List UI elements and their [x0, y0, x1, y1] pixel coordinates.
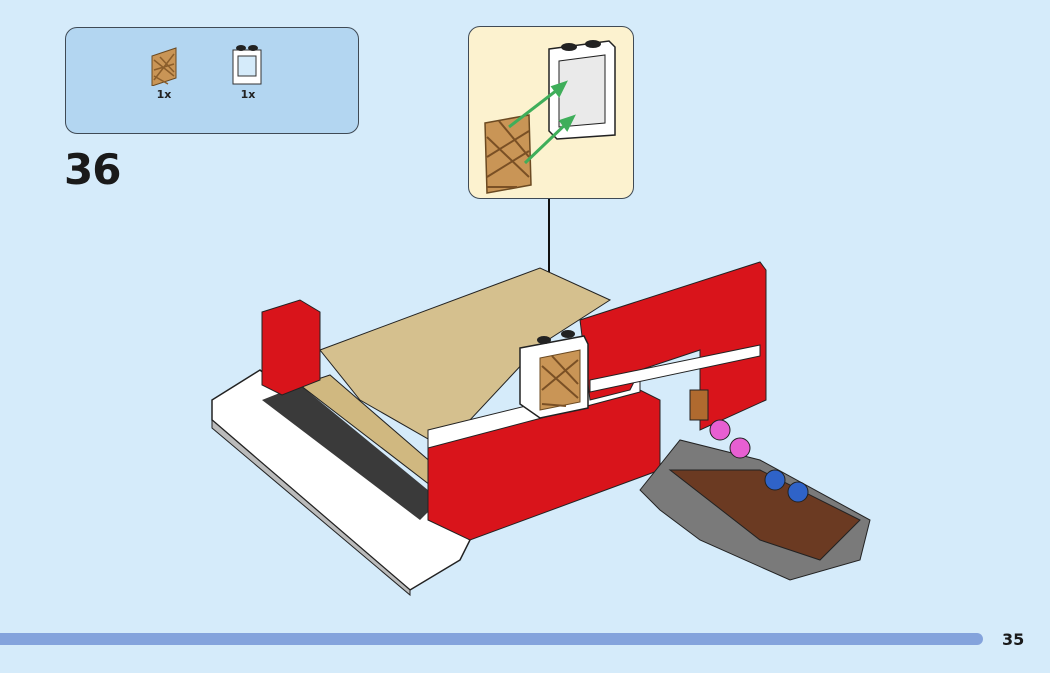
window-frame-icon: [232, 45, 262, 85]
green-arrows-icon: [508, 80, 576, 165]
part-lattice-panel: 1x: [144, 46, 184, 101]
progress-fill: [0, 633, 983, 645]
lattice-panel-icon: [484, 114, 532, 194]
parts-list-box: 1x 1x: [65, 27, 359, 134]
pink-piece: [709, 419, 731, 441]
brown-car-body: [668, 469, 861, 561]
page-progress-bar: [0, 633, 983, 645]
window-frame-icon: [548, 40, 616, 140]
lattice-panel-icon: [151, 47, 177, 86]
tan-baseplate: [319, 267, 612, 441]
blue-piece: [764, 469, 786, 491]
step-number: 36: [64, 145, 121, 194]
page-number: 35: [1002, 630, 1025, 649]
red-pillar: [261, 299, 321, 396]
dark-tile-strip: [262, 385, 440, 520]
part-quantity: 1x: [240, 88, 256, 101]
part-quantity: 1x: [156, 88, 172, 101]
assembly-diagram: [484, 40, 616, 194]
minifigure: [689, 389, 709, 421]
part-window-frame: 1x: [228, 42, 268, 101]
sub-assembly-callout: [468, 26, 634, 199]
